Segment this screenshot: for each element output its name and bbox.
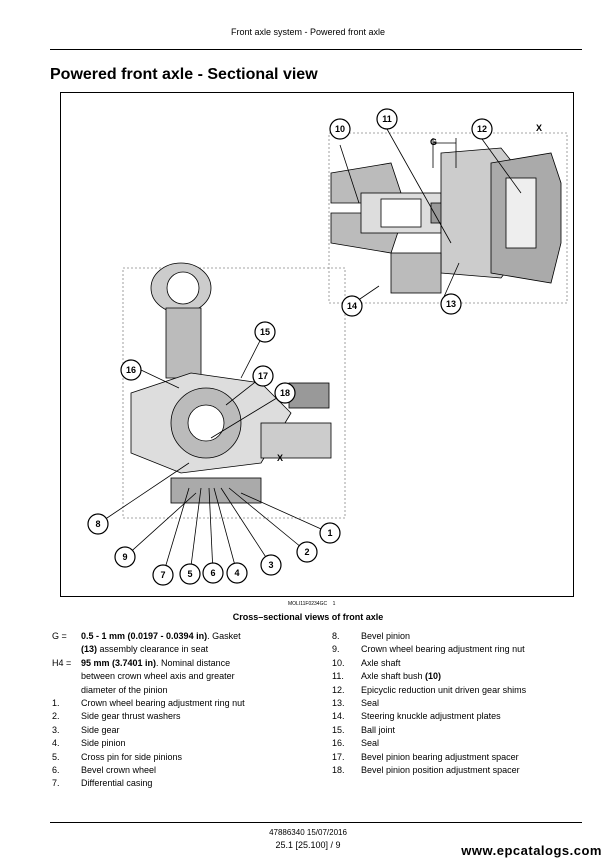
callout-8: 8 bbox=[87, 513, 109, 535]
legend-item-8: 8.Bevel pinion bbox=[332, 631, 411, 641]
legend-item-9: 9.Crown wheel bearing adjustment ring nu… bbox=[332, 644, 525, 655]
svg-text:4: 4 bbox=[234, 568, 239, 578]
hub-section-drawing bbox=[328, 132, 568, 304]
callout-18: 18 bbox=[274, 382, 296, 404]
legend-item-6: 6.Bevel crown wheel bbox=[52, 765, 157, 776]
legend-item-7: 7.Differential casing bbox=[52, 778, 153, 789]
svg-text:6: 6 bbox=[210, 568, 215, 578]
svg-text:15: 15 bbox=[260, 327, 270, 337]
callout-5: 5 bbox=[179, 563, 201, 585]
callout-7: 7 bbox=[152, 564, 174, 586]
legend-item-10: 10.Axle shaft bbox=[332, 657, 401, 668]
legend-item-12: 12.Epicyclic reduction unit driven gear … bbox=[332, 684, 527, 695]
svg-text:18: 18 bbox=[280, 388, 290, 398]
legend-item-18: 18.Bevel pinion position adjustment spac… bbox=[332, 765, 520, 776]
legend-item-5: 5.Cross pin for side pinions bbox=[52, 751, 183, 762]
legend-item-11: 11.Axle shaft bush (10) bbox=[332, 671, 442, 682]
section-x-label-top: X bbox=[536, 123, 542, 133]
callout-3: 3 bbox=[260, 554, 282, 576]
callout-16: 16 bbox=[120, 359, 142, 381]
legend-item-4: 4.Side pinion bbox=[52, 738, 126, 749]
legend-item-13: 13.Seal bbox=[332, 698, 380, 709]
legend-item-1: 1.Crown wheel bearing adjustment ring nu… bbox=[52, 698, 245, 709]
svg-text:9: 9 bbox=[122, 552, 127, 562]
callout-1: 1 bbox=[319, 522, 341, 544]
legend-right: 8.Bevel pinion 9.Crown wheel bearing adj… bbox=[332, 630, 582, 777]
svg-text:12: 12 bbox=[477, 124, 487, 134]
callout-17: 17 bbox=[252, 365, 274, 387]
footer-page-number: 25.1 [25.100] / 9 bbox=[275, 840, 341, 850]
legend-item-3: 3.Side gear bbox=[52, 724, 120, 735]
page-header: Front axle system - Powered front axle bbox=[230, 27, 386, 37]
svg-text:8: 8 bbox=[95, 519, 100, 529]
legend-item-15: 15.Ball joint bbox=[332, 724, 396, 735]
svg-text:10: 10 bbox=[335, 124, 345, 134]
callouts: 1 2 3 4 5 6 7 8 9 10 11 12 13 14 15 16 1… bbox=[87, 108, 493, 586]
svg-text:7: 7 bbox=[160, 570, 165, 580]
svg-text:2: 2 bbox=[304, 547, 309, 557]
section-x-label-bottom: X bbox=[277, 453, 283, 463]
callout-13: 13 bbox=[440, 293, 462, 315]
footer-doc-code: 47886340 15/07/2016 bbox=[269, 828, 347, 837]
legend-left: G =0.5 - 1 mm (0.0197 - 0.0394 in). Gask… bbox=[52, 630, 317, 791]
footer-rule bbox=[50, 822, 582, 823]
svg-text:13: 13 bbox=[446, 299, 456, 309]
watermark: www.epcatalogs.com bbox=[461, 843, 602, 858]
page-title: Powered front axle - Sectional view bbox=[50, 66, 318, 83]
svg-text:5: 5 bbox=[187, 569, 192, 579]
sectional-view-figure: 1 2 3 4 5 6 7 8 9 10 11 12 13 14 15 16 1… bbox=[60, 92, 574, 597]
callout-6: 6 bbox=[202, 562, 224, 584]
callout-12: 12 bbox=[471, 118, 493, 140]
callout-9: 9 bbox=[114, 546, 136, 568]
svg-text:11: 11 bbox=[382, 114, 392, 124]
callout-14: 14 bbox=[341, 295, 363, 317]
legend-item-16: 16.Seal bbox=[332, 738, 380, 749]
leader-lines bbox=[97, 128, 522, 576]
svg-text:1: 1 bbox=[327, 528, 332, 538]
svg-text:14: 14 bbox=[347, 301, 357, 311]
svg-text:3: 3 bbox=[268, 560, 273, 570]
svg-text:16: 16 bbox=[126, 365, 136, 375]
callout-11: 11 bbox=[376, 108, 398, 130]
dimension-g-label: G bbox=[430, 137, 437, 147]
legend-item-17: 17.Bevel pinion bearing adjustment space… bbox=[332, 751, 519, 762]
figure-code: MOLI11F0234GC 1 bbox=[288, 601, 336, 607]
callout-15: 15 bbox=[254, 321, 276, 343]
figure-caption: Cross–sectional views of front axle bbox=[232, 612, 384, 622]
callout-2: 2 bbox=[296, 541, 318, 563]
legend-item-g: G =0.5 - 1 mm (0.0197 - 0.0394 in). Gask… bbox=[52, 631, 241, 655]
differential-section-drawing bbox=[122, 262, 346, 519]
svg-text:17: 17 bbox=[258, 371, 268, 381]
callout-10: 10 bbox=[329, 118, 351, 140]
legend-item-2: 2.Side gear thrust washers bbox=[52, 711, 181, 722]
header-rule bbox=[50, 49, 582, 50]
legend-item-14: 14.Steering knuckle adjustment plates bbox=[332, 711, 501, 722]
callout-4: 4 bbox=[226, 562, 248, 584]
axle-drawing: 1 2 3 4 5 6 7 8 9 10 11 12 13 14 15 16 1… bbox=[87, 108, 568, 586]
